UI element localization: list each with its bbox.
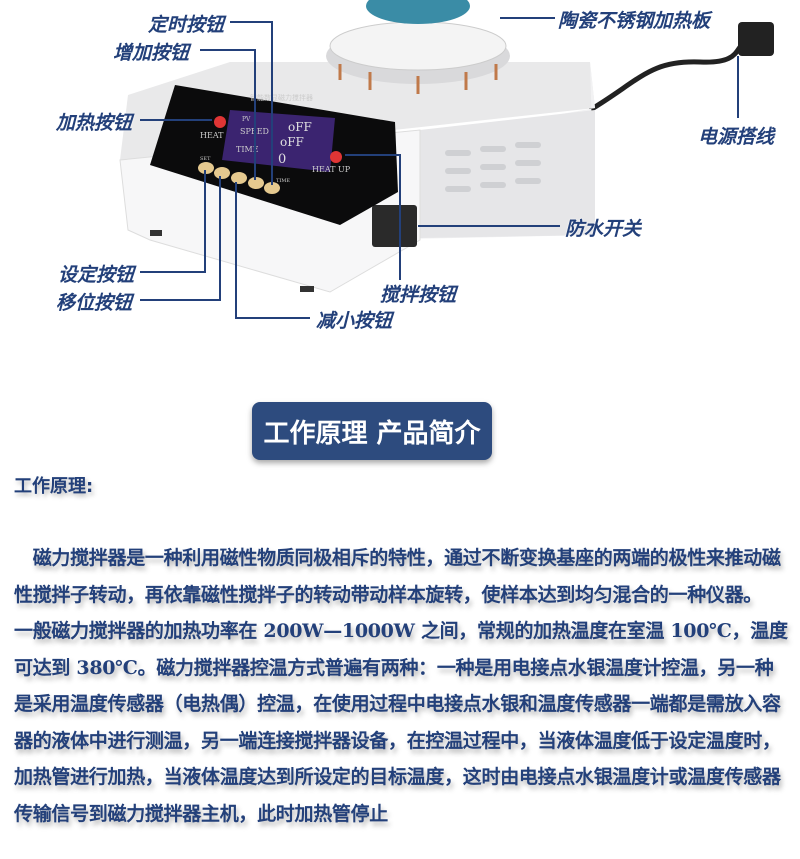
- heat-label: HEAT: [200, 131, 224, 140]
- power-plug-icon: [738, 22, 774, 56]
- paragraph: 一般磁力搅拌器的加热功率在 200W—1000W 之间，常规的加热温度在室温 1…: [14, 620, 788, 825]
- time-label: TIME: [236, 145, 259, 154]
- set-label: SET: [200, 156, 211, 162]
- callout-ceramic-plate: 陶瓷不锈钢加热板: [558, 10, 711, 32]
- heat-up-label: HEAT UP: [312, 165, 351, 174]
- product-diagram: 智能数显磁力搅拌器 PV SPEED TIME oFF oFF 0 HEAT H…: [0, 0, 800, 340]
- time-readout: 0: [278, 152, 286, 167]
- temp-readout: oFF: [288, 120, 312, 134]
- pv-label: PV: [242, 116, 251, 123]
- increase-button[interactable]: [248, 177, 264, 189]
- callout-lines: [140, 17, 739, 319]
- section-banner: 工作原理 产品简介: [252, 402, 492, 460]
- callout-waterproof-switch: 防水开关: [565, 218, 642, 240]
- heat-button[interactable]: [214, 116, 226, 128]
- section-heading: 工作原理:: [14, 476, 94, 497]
- shift-button[interactable]: [214, 167, 230, 179]
- principle-text: 磁力搅拌器是一种利用磁性物质同极相斥的特性，通过不断变换基座的两端的极性来推动磁…: [14, 540, 790, 832]
- beaker: [366, 0, 470, 24]
- waterproof-switch[interactable]: [372, 205, 417, 247]
- callout-increase-button: 增加按钮: [113, 42, 190, 64]
- callout-shift-button: 移位按钮: [56, 292, 133, 314]
- decrease-button[interactable]: [231, 172, 247, 184]
- vent-slots: [445, 142, 541, 192]
- timer-label: TIME: [276, 178, 290, 184]
- lcd-display: [222, 110, 335, 172]
- callout-power-cord: 电源搭线: [698, 126, 775, 148]
- callout-heat-button: 加热按钮: [56, 112, 133, 134]
- magnetic-stirrer-illustration: 智能数显磁力搅拌器 PV SPEED TIME oFF oFF 0 HEAT H…: [119, 0, 774, 319]
- device-side: [420, 110, 595, 238]
- callout-set-button: 设定按钮: [58, 264, 135, 286]
- stir-button[interactable]: [330, 151, 342, 163]
- power-cord: [588, 39, 747, 113]
- timer-button[interactable]: [264, 182, 280, 194]
- callout-decrease-button: 减小按钮: [316, 310, 393, 332]
- speed-readout: oFF: [280, 135, 304, 149]
- set-button[interactable]: [198, 162, 214, 174]
- callout-stir-button: 搅拌按钮: [380, 284, 457, 306]
- panel-model-text: 智能数显磁力搅拌器: [250, 93, 313, 102]
- paragraph: 磁力搅拌器是一种利用磁性物质同极相斥的特性，通过不断变换基座的两端的极性来推动磁…: [14, 547, 781, 606]
- callout-timer-button: 定时按钮: [148, 14, 225, 36]
